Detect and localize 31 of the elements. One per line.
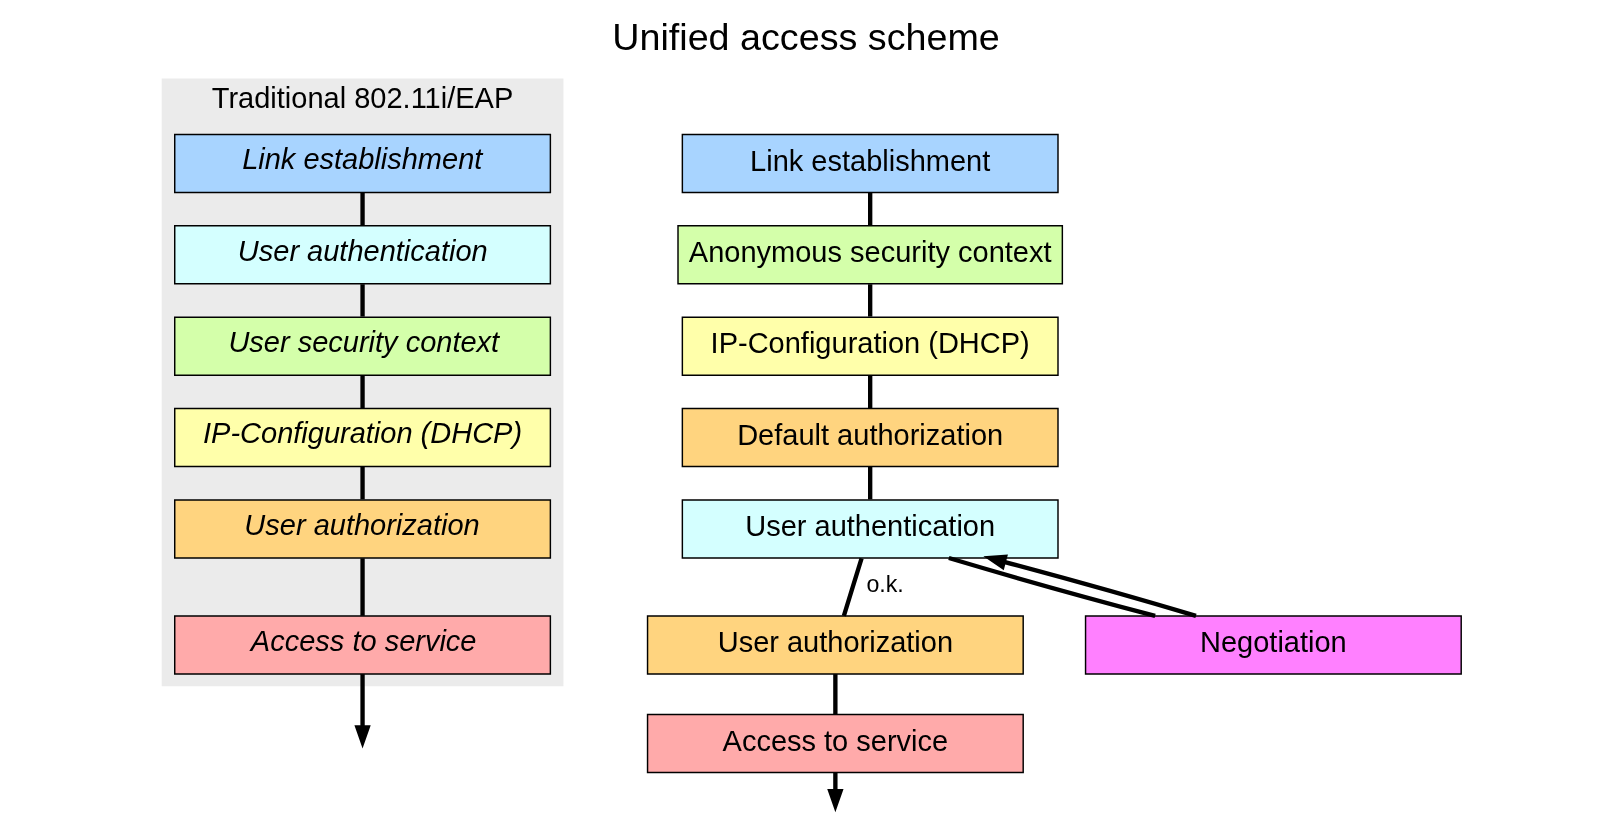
node-box: User authorization [646, 615, 1024, 675]
connector [841, 557, 864, 617]
node-box: IP-Configuration (DHCP) [681, 316, 1059, 376]
node-box: User security context [174, 316, 552, 376]
connector [833, 674, 838, 715]
edge-label: o.k. [866, 571, 904, 598]
node-box: Link establishment [681, 133, 1059, 194]
arrow [983, 554, 1197, 618]
connector [360, 284, 365, 317]
connector [868, 192, 873, 226]
connector [360, 558, 365, 616]
diagram-title: Unified access scheme [612, 16, 1000, 58]
node-box: Negotiation [1084, 615, 1462, 675]
connector [360, 467, 365, 500]
node-box: Access to service [174, 615, 552, 675]
node-box: User authorization [174, 499, 552, 559]
node-box: User authentication [681, 499, 1059, 559]
connector [868, 375, 873, 408]
arrow [354, 674, 371, 749]
connector [360, 192, 365, 226]
node-box: IP-Configuration (DHCP) [174, 407, 552, 468]
node-box: Anonymous security context [677, 225, 1064, 285]
arrow [827, 772, 844, 813]
connector [360, 375, 365, 408]
node-box: User authentication [174, 225, 552, 285]
connector [868, 284, 873, 317]
connector [948, 555, 1156, 618]
node-box: Default authorization [681, 407, 1059, 468]
connector [868, 467, 873, 500]
node-box: Access to service [646, 713, 1024, 774]
node-box: Link establishment [174, 133, 552, 194]
